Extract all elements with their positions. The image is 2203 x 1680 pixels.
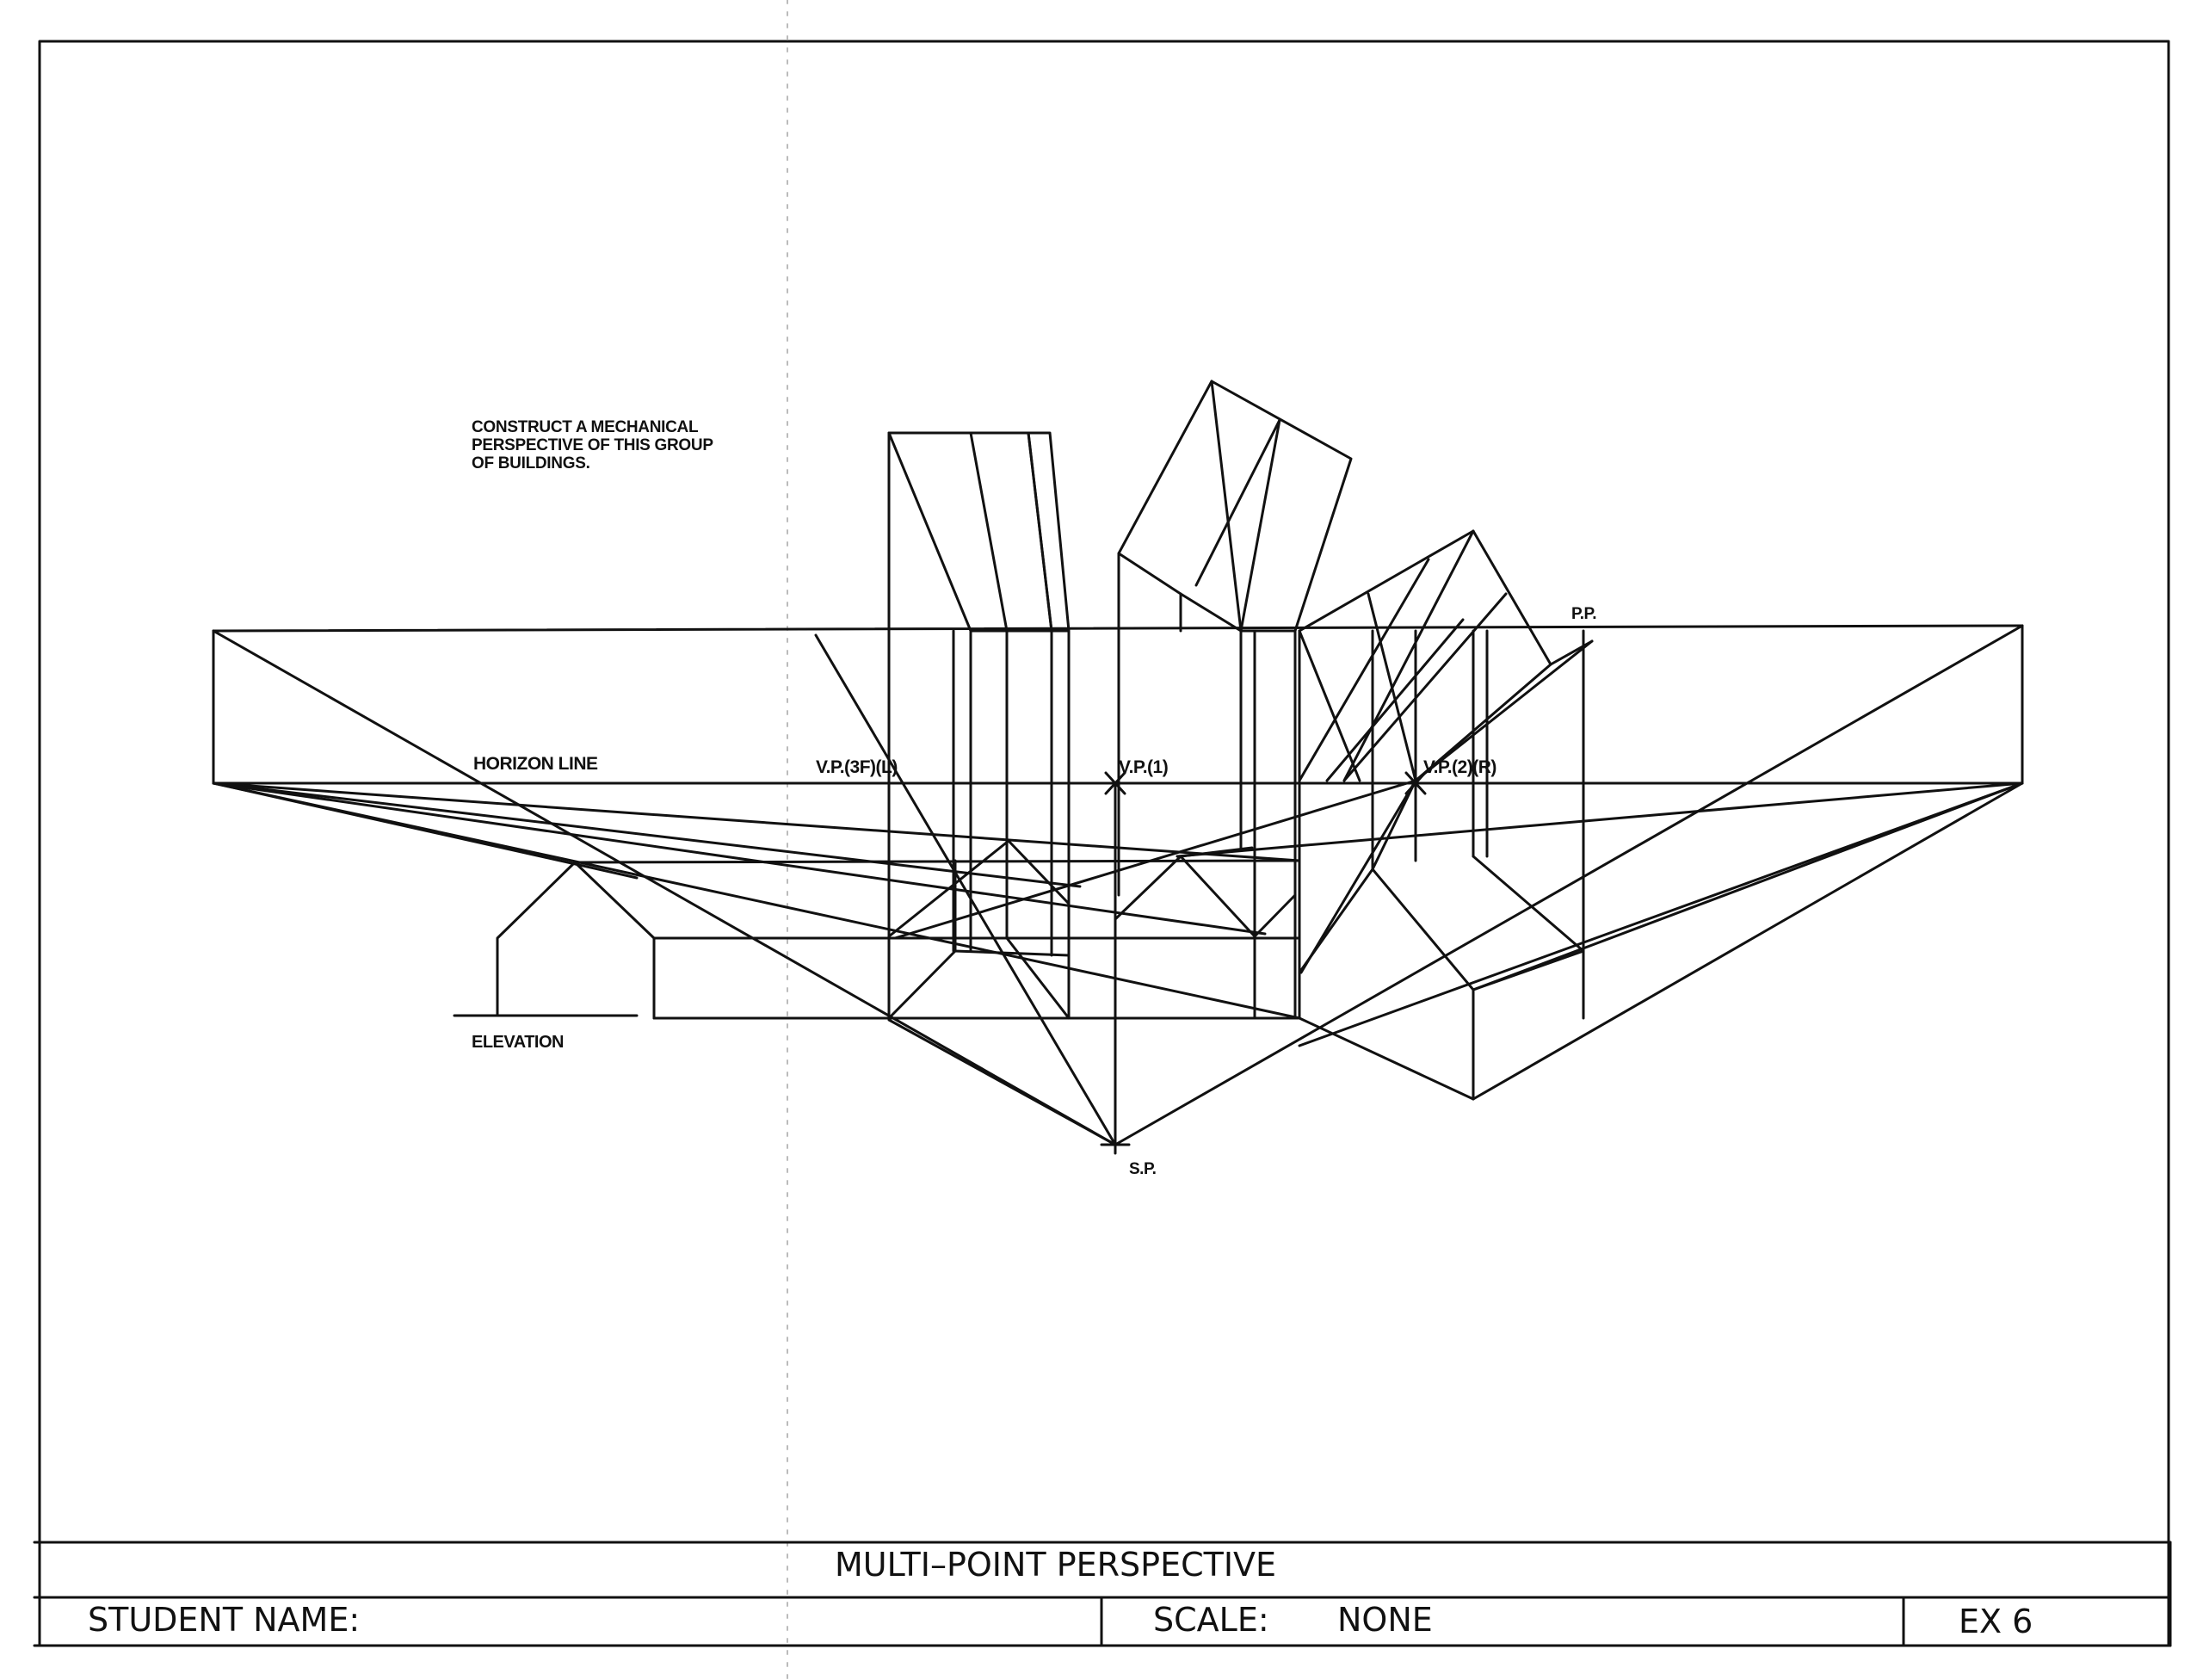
perspective-tower-base — [887, 839, 1071, 1020]
instructions-note: CONSTRUCT A MECHANICAL PERSPECTIVE OF TH… — [472, 418, 713, 472]
vanishing-lines-left — [212, 781, 1301, 1020]
horizon-line-label: HORIZON LINE — [473, 754, 598, 774]
plan-tower — [887, 431, 1071, 633]
point-markers — [1100, 771, 1427, 1146]
elevation-label: ELEVATION — [472, 1033, 564, 1052]
title-block — [33, 1541, 2172, 1647]
construction-verticals — [887, 431, 1585, 1020]
picture-plane-label: P.P. — [1571, 605, 1597, 623]
student-name-label: STUDENT NAME: — [88, 1601, 361, 1639]
vp2-label: V.P.(2)(R) — [1423, 757, 1496, 777]
drawing-title: MULTI–POINT PERSPECTIVE — [835, 1546, 1277, 1584]
station-point-label: S.P. — [1129, 1160, 1157, 1178]
plan-gabled-building — [1298, 529, 1594, 782]
sheet-border — [38, 40, 2170, 1647]
exercise-number: EX 6 — [1959, 1603, 2033, 1640]
scale-value: NONE — [1337, 1601, 1433, 1639]
instruction-line: PERSPECTIVE OF THIS GROUP — [472, 436, 713, 454]
elevation-house — [453, 859, 1301, 1020]
scale-label: SCALE: — [1153, 1601, 1269, 1639]
perspective-middle-building — [1114, 846, 1297, 1020]
plan-rotated-building — [1117, 380, 1353, 897]
instruction-line: OF BUILDINGS. — [472, 454, 590, 472]
vp1-label: V.P.(1) — [1119, 757, 1169, 777]
vanishing-lines-right — [893, 639, 2024, 1047]
perspective-right-building — [1298, 779, 2024, 1101]
instruction-line: CONSTRUCT A MECHANICAL — [472, 418, 699, 436]
vp3-label: V.P.(3F)(L) — [816, 757, 898, 777]
